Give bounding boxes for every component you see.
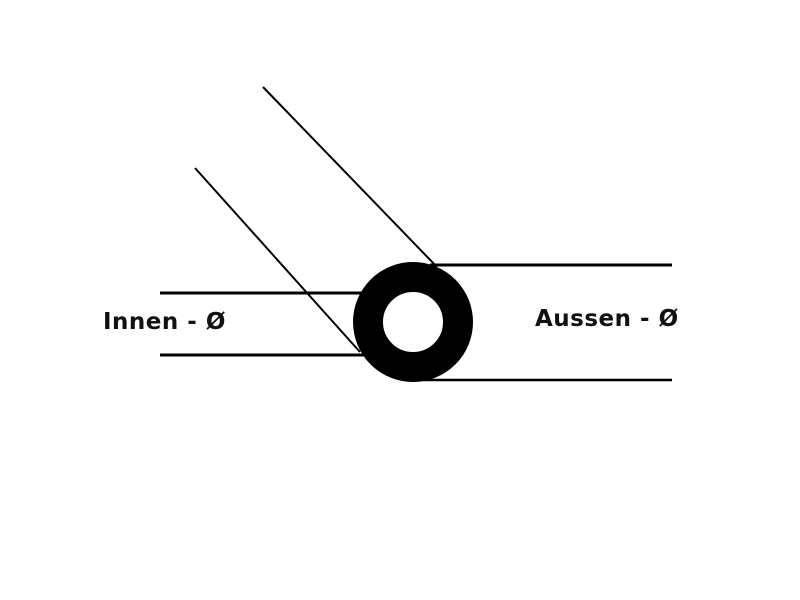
outer-diameter-label: Aussen - Ø: [535, 306, 679, 332]
o-ring: [353, 262, 473, 382]
outer-diagonal-line: [262, 86, 438, 268]
inner-diagonal-line: [194, 167, 361, 353]
inner-diameter-label: Innen - Ø: [103, 309, 226, 335]
